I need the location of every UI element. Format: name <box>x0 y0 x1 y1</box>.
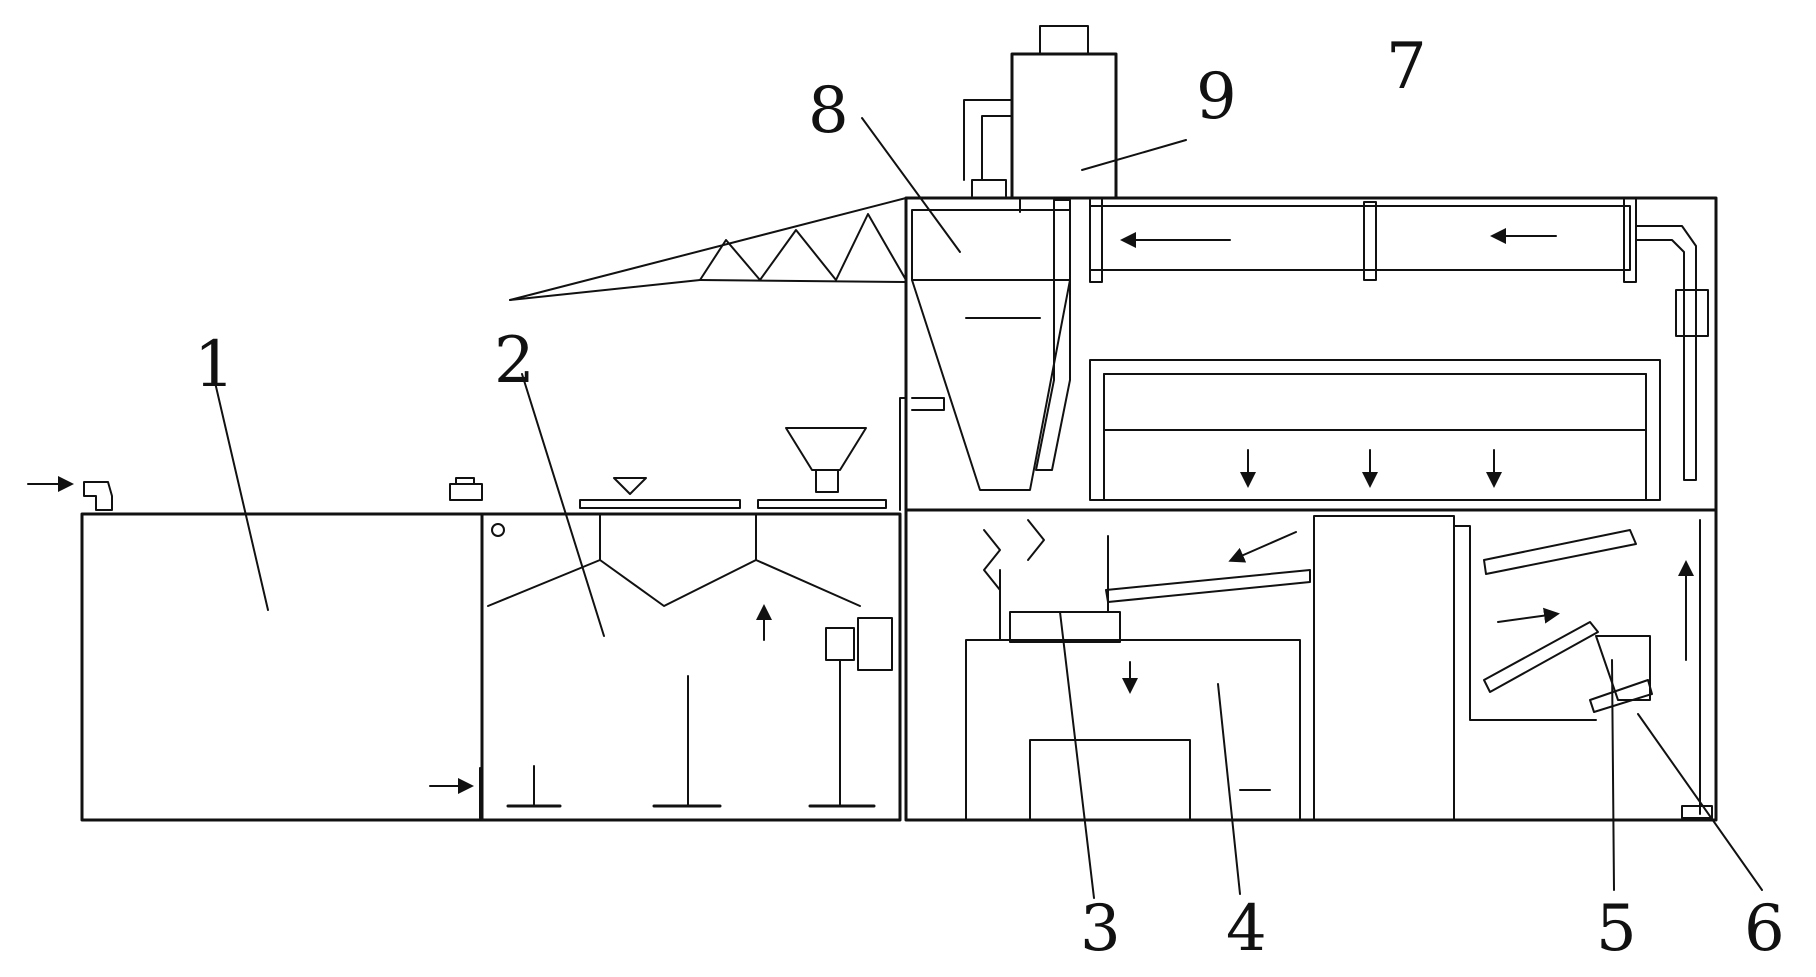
hopper-5 <box>1595 635 1651 701</box>
dryer-frame <box>1089 359 1661 501</box>
callout-1: 1 <box>194 328 235 402</box>
valve-icon <box>491 523 505 537</box>
callout-9: 9 <box>1196 60 1237 134</box>
callout-2: 2 <box>494 324 535 398</box>
upper-machine <box>509 25 1718 512</box>
sieve-3 <box>1009 611 1121 643</box>
tank-2 <box>429 373 902 822</box>
callout-8: 8 <box>808 74 849 148</box>
cyclone-8 <box>911 209 1071 491</box>
callout-7: 7 <box>1386 30 1427 104</box>
unit-9 <box>1010 52 1118 200</box>
tank-1 <box>27 377 484 822</box>
callout-4: 4 <box>1226 892 1267 966</box>
callout-5: 5 <box>1596 892 1637 966</box>
tank-4 <box>965 639 1301 821</box>
motor-icon <box>825 627 855 661</box>
callout-3: 3 <box>1080 892 1121 966</box>
callout-6: 6 <box>1744 892 1785 966</box>
hopper-large-icon <box>785 427 867 471</box>
valve-icon <box>983 529 1001 591</box>
inlet-pipe-icon <box>83 481 113 511</box>
pipe-7 <box>1089 205 1631 271</box>
lower-machine <box>904 508 1763 899</box>
hopper-small-icon <box>613 477 647 495</box>
